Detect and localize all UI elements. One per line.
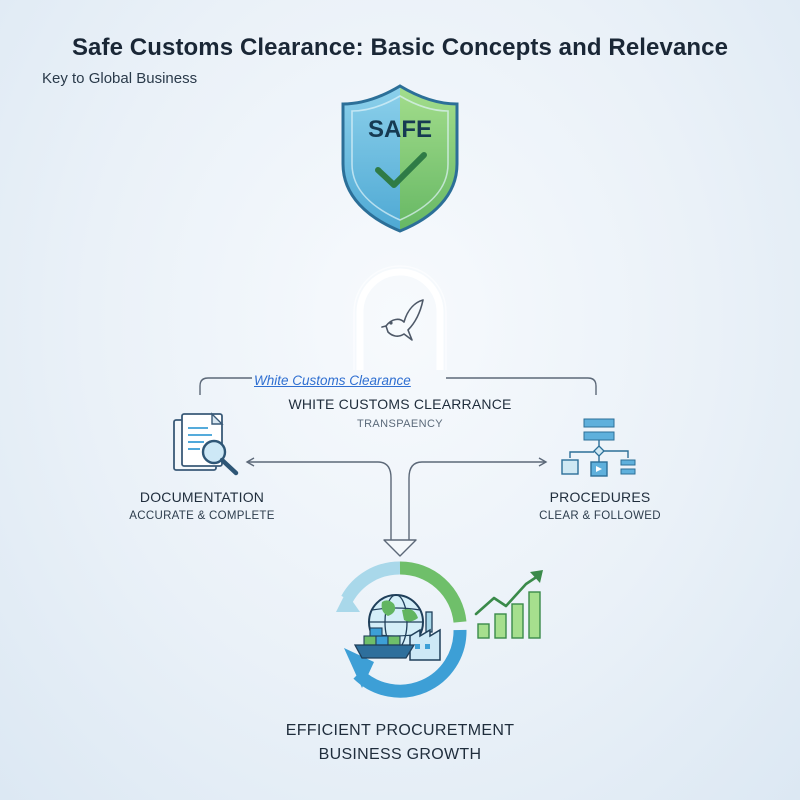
down-arrow-head	[383, 539, 417, 557]
checkmark-icon	[375, 152, 427, 188]
flowchart-icon	[561, 418, 636, 477]
center-title: WHITE CUSTOMS CLEARRANCE	[288, 396, 512, 412]
page-subtitle: Key to Global Business	[42, 70, 198, 87]
ship-icon	[353, 627, 416, 659]
white-arch	[356, 268, 444, 370]
outcome-line-1: EFFICIENT PROCURETMENT	[285, 722, 515, 739]
document-magnifier-icon	[173, 412, 239, 476]
procedures-title: PROCEDURES	[549, 489, 651, 505]
procedures-subtitle: CLEAR & FOLLOWED	[539, 510, 661, 522]
safe-shield-icon: SAFE	[341, 84, 459, 233]
arrow-curve-right	[408, 461, 423, 540]
page-title: Safe Customs Clearance: Basic Concepts a…	[71, 34, 729, 61]
center-subtitle: TRANSPAENCY	[356, 418, 444, 430]
shield-label: SAFE	[368, 116, 432, 143]
outcome-line-2: BUSINESS GROWTH	[318, 746, 482, 763]
documentation-title: DOCUMENTATION	[139, 489, 265, 505]
documentation-subtitle: ACCURATE & COMPLETE	[129, 510, 275, 522]
white-customs-clearance-link[interactable]: White Customs Clearance	[254, 373, 411, 388]
cycle-arrows-icon	[336, 561, 467, 698]
dove-icon	[381, 299, 424, 341]
arrow-curve-left	[377, 461, 392, 540]
connector-bracket	[199, 377, 597, 395]
factory-icon	[409, 611, 441, 661]
growth-chart-icon	[474, 570, 543, 639]
